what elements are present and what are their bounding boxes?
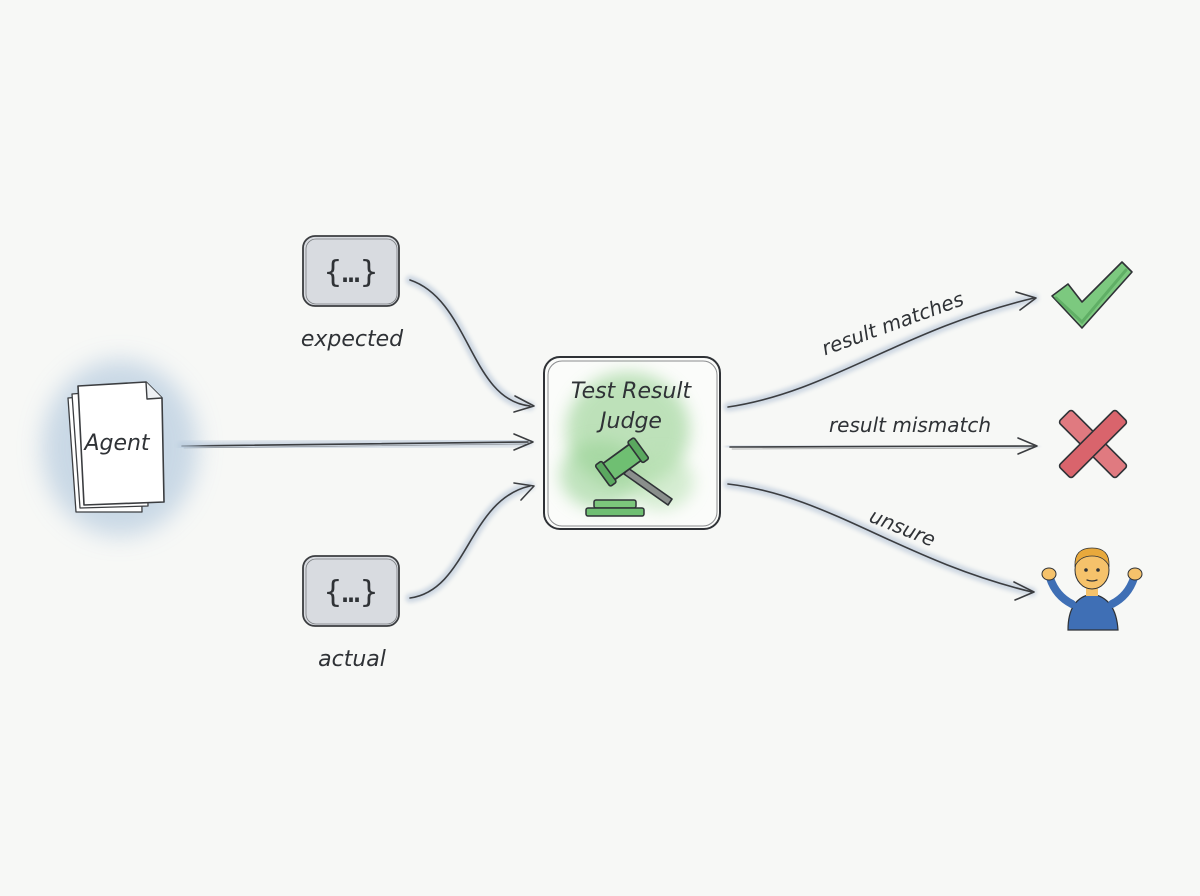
actual-node: {…} actual [302,555,400,672]
connector-expected-to-judge [405,275,535,413]
checkmark-icon [1051,261,1133,329]
connector-judge-to-mismatch [725,437,1039,455]
json-braces-icon: {…} [302,235,400,307]
judge-title-line1: Test Result [571,379,693,404]
judge-node: Test Result Judge [543,356,721,530]
connector-judge-to-unsure [723,479,1037,601]
actual-label: actual [318,647,386,672]
actual-braces: {…} [324,575,378,610]
expected-braces: {…} [324,255,378,290]
expected-node: {…} expected [301,235,404,352]
person-shrugging-icon [1041,547,1143,631]
gavel-icon [585,437,673,517]
cross-icon [1058,409,1128,479]
connector-actual-to-judge [405,481,535,603]
connector-judge-to-match [723,291,1039,412]
json-braces-icon: {…} [302,555,400,627]
outcome-label-mismatch: result mismatch [829,413,991,437]
connector-agent-to-judge [177,433,534,451]
agent-label: Agent [82,431,150,456]
judge-title-line2: Judge [596,409,662,434]
document-icon [67,381,165,513]
agent-node: Agent [42,360,198,536]
expected-label: expected [301,327,404,352]
